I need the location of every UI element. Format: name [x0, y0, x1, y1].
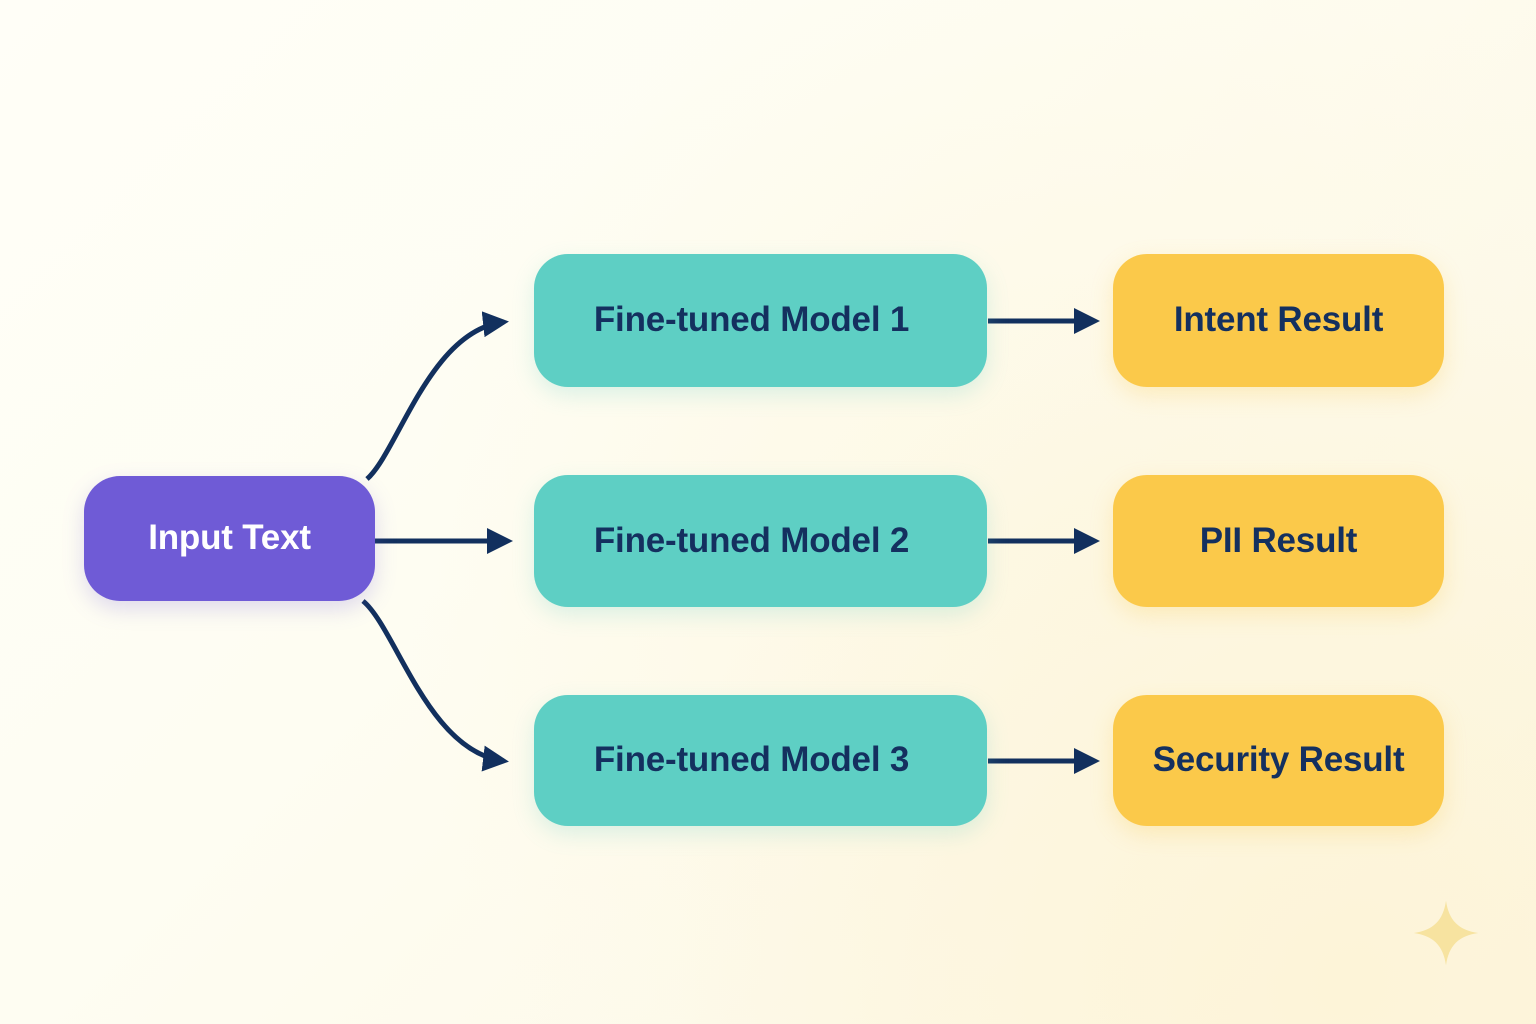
node-security-result-label: Security Result — [1152, 740, 1405, 780]
node-input-text-label: Input Text — [148, 518, 311, 558]
node-fine-tuned-model-3-label: Fine-tuned Model 3 — [593, 740, 910, 780]
node-fine-tuned-model-1[interactable]: Fine-tuned Model 1 — [534, 254, 987, 387]
node-intent-result[interactable]: Intent Result — [1113, 254, 1444, 387]
edge-input-to-model-1 — [365, 311, 509, 481]
node-fine-tuned-model-2[interactable]: Fine-tuned Model 2 — [534, 475, 987, 607]
node-pii-result-label: PII Result — [1199, 520, 1358, 560]
node-fine-tuned-model-3[interactable]: Fine-tuned Model 3 — [534, 695, 987, 826]
node-intent-result-label: Intent Result — [1173, 300, 1384, 340]
node-security-result[interactable]: Security Result — [1113, 695, 1444, 826]
edge-input-to-model-3 — [361, 599, 509, 772]
sparkle-icon — [1413, 900, 1479, 966]
node-fine-tuned-model-2-label: Fine-tuned Model 2 — [593, 520, 910, 560]
node-input-text[interactable]: Input Text — [84, 476, 375, 601]
node-fine-tuned-model-1-label: Fine-tuned Model 1 — [593, 300, 910, 340]
node-pii-result[interactable]: PII Result — [1113, 475, 1444, 607]
